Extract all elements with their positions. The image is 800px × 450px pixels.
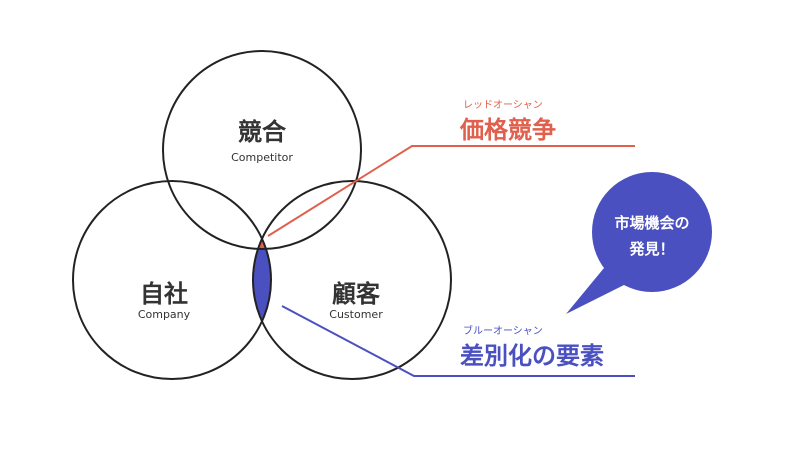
blue-ocean-ruby: ブルーオーシャン [463, 324, 543, 337]
blue-ocean-leader-line [281, 305, 635, 377]
competitor-circle [162, 50, 362, 250]
competitor-title: 競合 [238, 118, 287, 146]
customer-subtitle: Customer [329, 308, 383, 321]
red-ocean-ruby: レッドオーシャン [463, 99, 543, 111]
bubble-text-line2: 発見！ [628, 240, 674, 258]
competitor-subtitle: Competitor [231, 151, 293, 164]
red-ocean-leader-line [267, 145, 635, 237]
customer-circle [252, 180, 452, 380]
bubble-text-line1: 市場機会の [614, 214, 689, 232]
company-title: 自社 [140, 280, 188, 308]
customer-title: 顧客 [332, 280, 381, 308]
company-subtitle: Company [138, 308, 191, 321]
blue-ocean-region [253, 181, 271, 379]
opportunity-speech-bubble: 市場機会の 発見！ [566, 172, 712, 314]
company-circle [72, 180, 272, 380]
blue-ocean-title: 差別化の要素 [460, 342, 604, 370]
red-ocean-title: 価格競争 [459, 116, 556, 144]
